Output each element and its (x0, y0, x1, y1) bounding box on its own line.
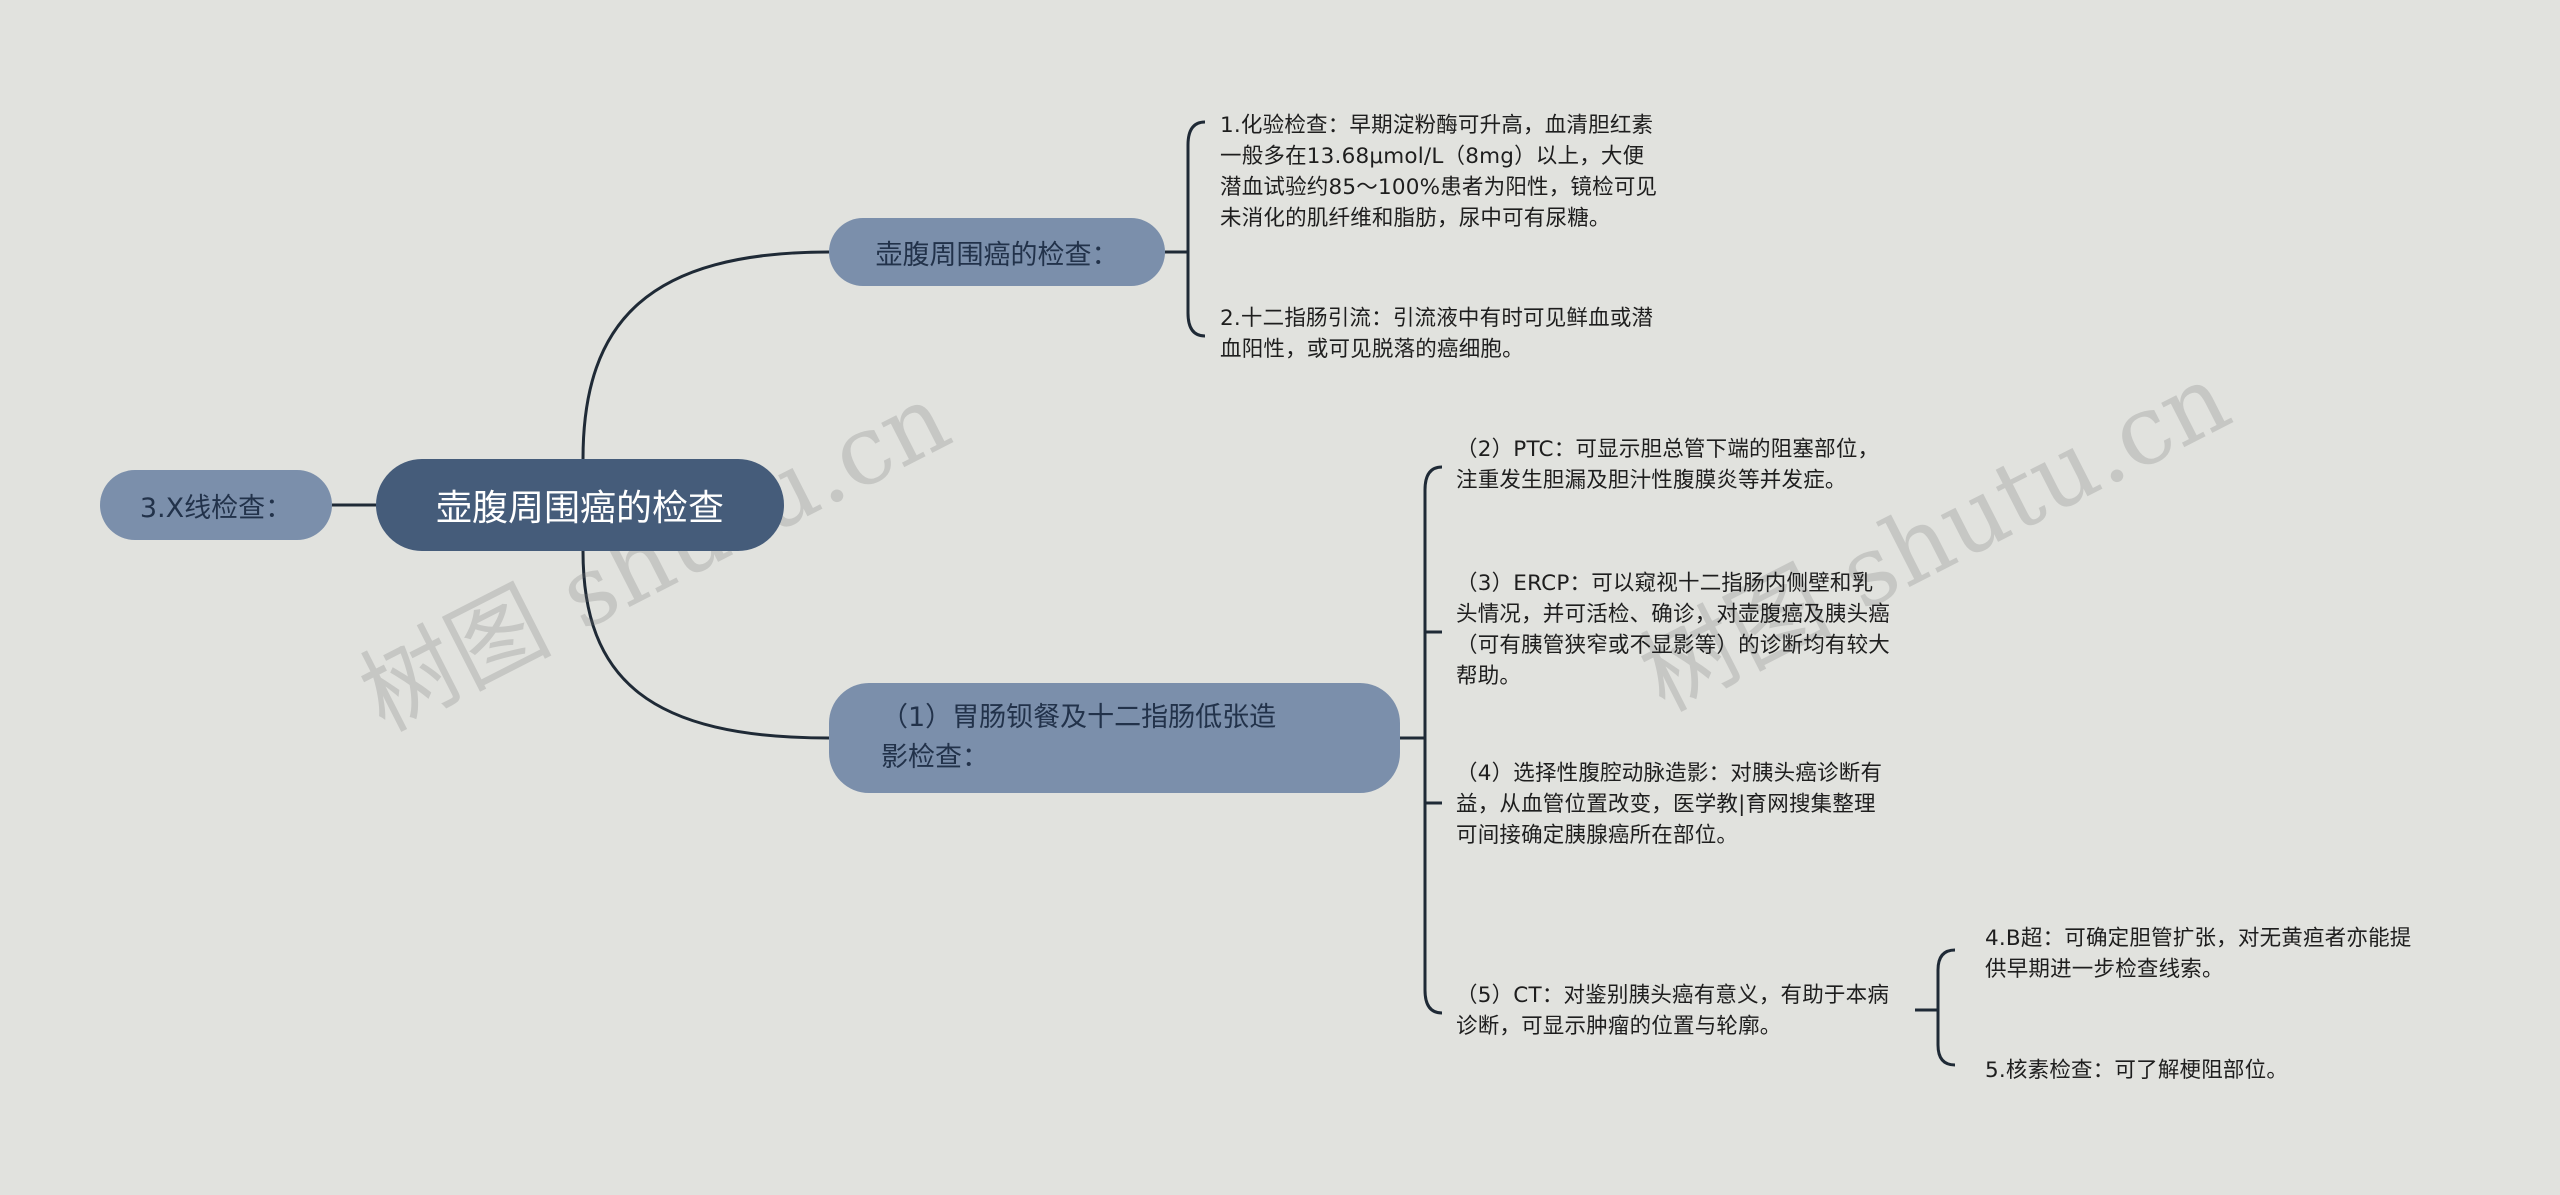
leaf-lab-test[interactable]: 1.化验检查：早期淀粉酶可升高，血清胆红素 一般多在13.68μmol/L（8m… (1220, 113, 1658, 231)
leaf-ultrasound[interactable]: 4.B超：可确定胆管扩张，对无黄疸者亦能提 供早期进一步检查线索。 (1985, 926, 2412, 982)
leaf-ptc[interactable]: （2）PTC：可显示胆总管下端的阻塞部位， 注重发生胆漏及胆汁性腹膜炎等并发症。 (1456, 437, 1880, 493)
branch-examination-label: 壶腹周围癌的检查： (875, 239, 1119, 271)
root-label: 壶腹周围癌的检查 (435, 488, 724, 529)
leaf-angiography[interactable]: （4）选择性腹腔动脉造影：对胰头癌诊断有 益，从血管位置改变，医学教|育网搜集整… (1456, 761, 1883, 848)
root-node[interactable]: 壶腹周围癌的检查 (376, 459, 784, 551)
branch-barium-meal[interactable]: （1）胃肠钡餐及十二指肠低张造 影检查： (829, 683, 1400, 793)
branch-barium-meal-label: （1）胃肠钡餐及十二指肠低张造 影检查： (881, 702, 1277, 773)
branch-examination[interactable]: 壶腹周围癌的检查： (829, 218, 1165, 286)
connector-ct-bracket (1915, 948, 1956, 1067)
leaf-ct[interactable]: （5）CT：对鉴别胰头癌有意义，有助于本病 诊断，可显示肿瘤的位置与轮廓。 (1456, 983, 1890, 1039)
leaf-duodenal-drainage[interactable]: 2.十二指肠引流：引流液中有时可见鲜血或潜 血阳性，或可见脱落的癌细胞。 (1220, 306, 1654, 362)
leaf-nuclide[interactable]: 5.核素检查：可了解梗阻部位。 (1985, 1058, 2289, 1083)
connector-root-bottom (581, 550, 830, 740)
leaf-ercp[interactable]: （3）ERCP：可以窥视十二指肠内侧壁和乳 头情况，并可活检、确诊，对壶腹癌及胰… (1456, 571, 1891, 689)
connector-root-top (581, 250, 830, 460)
connector-top-bracket (1165, 120, 1206, 338)
branch-xray-label: 3.X线检查： (139, 492, 293, 524)
connector-bottom-bracket (1400, 465, 1443, 1015)
branch-xray[interactable]: 3.X线检查： (100, 470, 332, 540)
